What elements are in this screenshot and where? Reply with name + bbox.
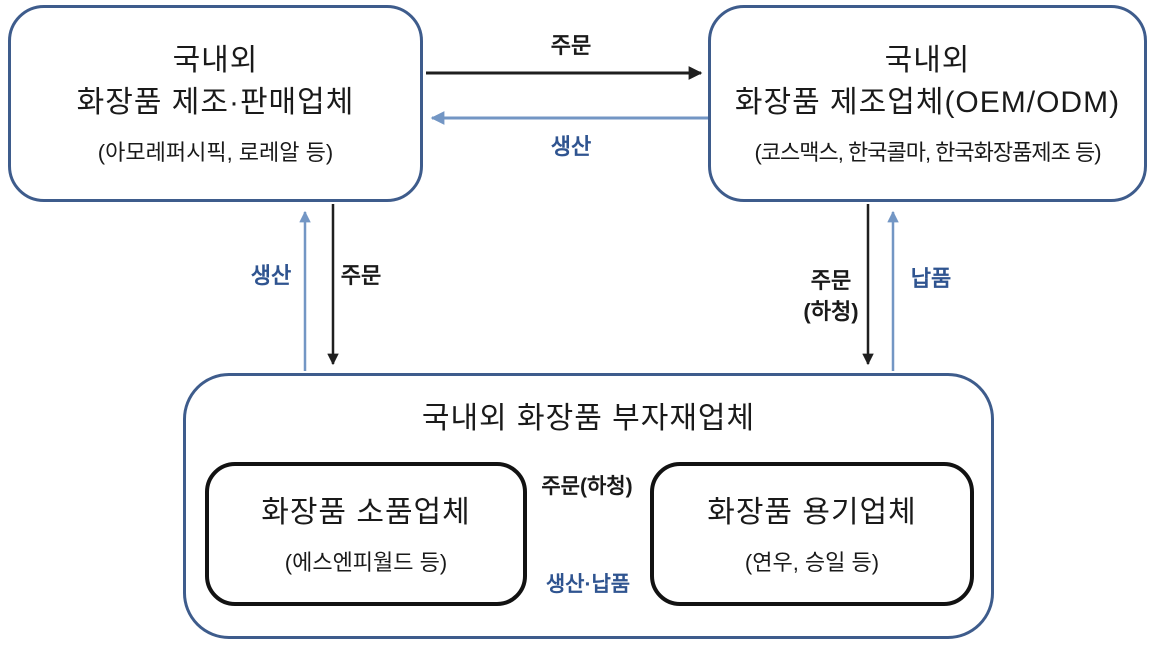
- inner-order-label: 주문(하청): [541, 475, 633, 498]
- box-title-line1: 국내외: [172, 44, 259, 77]
- box-subtitle: (코스맥스, 한국콜마, 한국화장품제조 등): [754, 140, 1101, 165]
- right-order-label-line2: (하청): [803, 299, 859, 324]
- inner-box-title: 화장품 용기업체: [707, 495, 917, 529]
- box-title-line2: 화장품 제조업체(OEM/ODM): [734, 86, 1121, 119]
- inner-box-subtitle: (에스엔피월드 등): [284, 549, 448, 575]
- right-delivery-label: 납품: [910, 266, 952, 291]
- right-order-label: 주문 (하청): [803, 265, 858, 327]
- left-order-label: 주문: [340, 263, 382, 288]
- box-cosmetics-oem-odm: 국내외 화장품 제조업체(OEM/ODM) (코스맥스, 한국콜마, 한국화장품…: [708, 5, 1147, 202]
- inner-box-subtitle: (연우, 승일 등): [744, 549, 880, 575]
- box-cosmetics-containers: 화장품 용기업체 (연우, 승일 등): [650, 462, 974, 606]
- container-title: 국내외 화장품 부자재업체: [421, 402, 756, 435]
- left-production-label: 생산: [250, 263, 292, 288]
- box-title: 국내외 화장품 제조업체(OEM/ODM): [735, 40, 1120, 124]
- box-title-line2: 화장품 제조·판매업체: [76, 86, 355, 119]
- top-order-label: 주문: [550, 33, 592, 58]
- top-production-label: 생산: [550, 134, 592, 159]
- box-cosmetics-maker-seller: 국내외 화장품 제조·판매업체 (아모레퍼시픽, 로레알 등): [8, 5, 423, 202]
- inner-box-title: 화장품 소품업체: [261, 495, 471, 529]
- box-title: 국내외 화장품 제조·판매업체: [77, 40, 355, 124]
- box-subtitle: (아모레퍼시픽, 로레알 등): [97, 140, 334, 165]
- box-cosmetics-accessories: 화장품 소품업체 (에스엔피월드 등): [205, 462, 527, 606]
- box-title-line1: 국내외: [884, 44, 971, 77]
- right-order-label-line1: 주문: [810, 268, 852, 293]
- inner-production-delivery-label: 생산·납품: [545, 573, 631, 596]
